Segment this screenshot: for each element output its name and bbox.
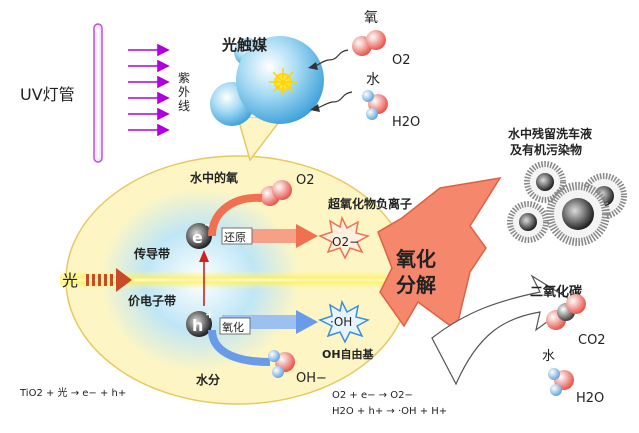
pollutant-particles bbox=[507, 161, 627, 246]
decomp-text-1: 氧化 bbox=[395, 247, 436, 271]
sun-icon bbox=[269, 68, 297, 96]
water-molecule-inner bbox=[268, 350, 295, 378]
svg-text:还原: 还原 bbox=[224, 231, 246, 244]
water-squiggle bbox=[315, 91, 353, 109]
water-molecule bbox=[362, 90, 388, 120]
h2o-out-formula: H2O bbox=[576, 391, 604, 406]
valence-band-label: 价电子带 bbox=[128, 293, 176, 308]
superoxide-ion: O2− bbox=[332, 235, 359, 249]
oxygen-squiggle bbox=[313, 49, 349, 67]
uv-lamp-label: UV灯管 bbox=[20, 85, 75, 104]
water-oxygen-label: 水中的氧 bbox=[190, 170, 238, 185]
superoxide-star bbox=[318, 215, 371, 260]
uv-light-label: 紫 外 线 bbox=[178, 71, 190, 113]
hydroxyl-star bbox=[318, 299, 371, 344]
callout-wedge bbox=[237, 117, 284, 162]
svg-text:氧化: 氧化 bbox=[222, 320, 244, 334]
electron-icon: e − bbox=[186, 220, 212, 249]
svg-text:h: h bbox=[192, 316, 203, 335]
residue-label-1: 水中残留洗车液 bbox=[508, 126, 592, 141]
bubble-o2-formula: O2 bbox=[296, 173, 315, 188]
co2-formula: CO2 bbox=[578, 333, 606, 348]
oxygen-molecule bbox=[352, 30, 386, 56]
oxidation-burst bbox=[377, 176, 502, 332]
h2o-formula: H2O bbox=[392, 115, 420, 130]
water-label: 水 bbox=[366, 72, 380, 88]
svg-text:外: 外 bbox=[178, 85, 190, 99]
hole-icon: h + bbox=[186, 308, 214, 337]
moisture-label: 水分 bbox=[196, 372, 220, 387]
equation-3: H2O + h+ → ·OH + H+ bbox=[332, 406, 447, 417]
residue-label-2: 及有机污染物 bbox=[510, 142, 582, 157]
water-molecule-out bbox=[548, 368, 574, 396]
svg-text:紫: 紫 bbox=[178, 71, 190, 85]
decomp-text-2: 分解 bbox=[396, 273, 436, 297]
svg-text:线: 线 bbox=[178, 99, 190, 113]
light-arrow bbox=[86, 268, 132, 292]
svg-text:e: e bbox=[192, 228, 203, 247]
products-arrow bbox=[431, 274, 576, 386]
water-out-label: 水 bbox=[542, 349, 555, 364]
svg-text:+: + bbox=[205, 308, 214, 321]
hydroxyl-ion: ·OH bbox=[330, 315, 352, 329]
o2-formula: O2 bbox=[392, 53, 411, 68]
hydroxide-label: OH− bbox=[296, 371, 327, 386]
svg-text:−: − bbox=[204, 220, 212, 231]
reduction-tag: 还原 bbox=[221, 227, 253, 245]
co2-molecule bbox=[546, 294, 586, 330]
oxidation-tag: 氧化 bbox=[219, 317, 251, 335]
hydroxyl-radical-label: OH自由基 bbox=[322, 347, 375, 361]
co2-label: 二氧化碳 bbox=[530, 284, 583, 300]
superoxide-label: 超氧化物负离子 bbox=[327, 196, 412, 211]
uv-lamp bbox=[93, 23, 103, 163]
uv-arrows bbox=[128, 43, 170, 137]
oxygen-label: 氧 bbox=[364, 10, 378, 26]
light-label: 光 bbox=[62, 271, 78, 290]
equation-1: TiO2 + 光 → e− + h+ bbox=[19, 386, 126, 399]
equation-2: O2 + e− → O2− bbox=[332, 390, 413, 401]
o2-molecule-inner bbox=[260, 180, 292, 206]
excitation-arrow bbox=[199, 250, 209, 306]
conduction-band-label: 传导带 bbox=[133, 246, 170, 261]
photocatalyst-label: 光触媒 bbox=[221, 36, 268, 54]
